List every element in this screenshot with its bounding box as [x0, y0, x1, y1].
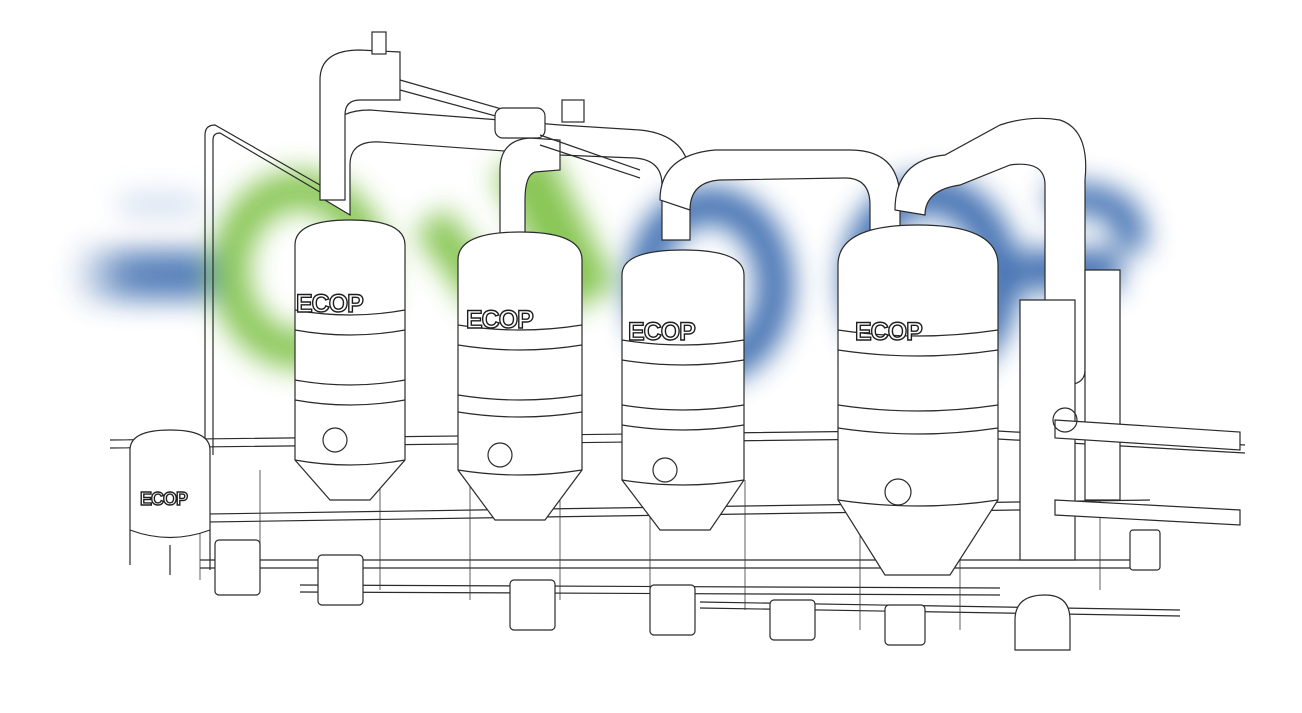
- tank-2-label: ECOP: [466, 306, 533, 334]
- tank-4: ECOP: [837, 224, 999, 576]
- pumps: [214, 529, 1161, 651]
- small-tank: ECOP: [129, 429, 211, 575]
- heat-exchanger: [1019, 269, 1241, 561]
- tank-1: ECOP: [294, 219, 406, 501]
- tank-1-label: ECOP: [296, 290, 363, 318]
- tank-4-label: ECOP: [855, 318, 922, 346]
- tank-3-label: ECOP: [628, 318, 695, 346]
- overhead-piping: [204, 31, 1087, 455]
- tank-2: ECOP: [457, 231, 583, 521]
- small-tank-label: ECOP: [140, 489, 188, 509]
- tank-3: ECOP: [621, 249, 745, 531]
